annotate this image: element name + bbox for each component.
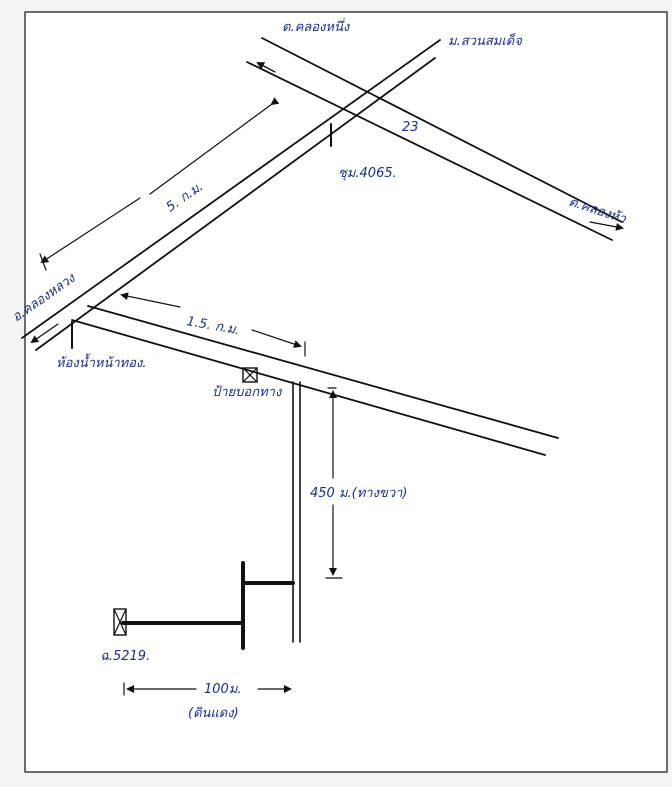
dimension-vertical bbox=[325, 387, 343, 579]
parcel-box-icon bbox=[113, 608, 127, 636]
label-post-number: ชุม.4065. bbox=[338, 166, 397, 181]
access-road bbox=[121, 561, 295, 650]
road-23 bbox=[246, 37, 623, 241]
label-junction-landmark: ห้องน้ำหน้าทอง. bbox=[56, 353, 147, 371]
label-top-left-place: ต.คลองหนึ่ง bbox=[282, 17, 351, 35]
road-diagonal bbox=[21, 39, 441, 351]
label-bottom-note: (ดินแดง) bbox=[188, 706, 239, 721]
label-top-right-place: ม.สวนสมเด็จ bbox=[448, 32, 523, 49]
label-sign: ป้ายบอกทาง bbox=[212, 385, 283, 400]
label-parcel: ฉ.5219. bbox=[100, 649, 150, 664]
dimension-diagonal bbox=[39, 97, 280, 271]
road-side bbox=[71, 305, 559, 456]
road-vertical bbox=[292, 381, 301, 643]
road-arrows bbox=[30, 62, 624, 344]
dimension-bottom bbox=[123, 682, 292, 696]
sign-box-icon bbox=[242, 367, 258, 383]
label-distance-vertical: 450 ม.(ทางขวา) bbox=[310, 486, 408, 501]
page-border bbox=[24, 11, 668, 773]
label-road-number: 23 bbox=[402, 120, 419, 135]
dimension-side-road bbox=[120, 292, 306, 357]
label-distance-bottom: 100ม. bbox=[204, 682, 242, 697]
